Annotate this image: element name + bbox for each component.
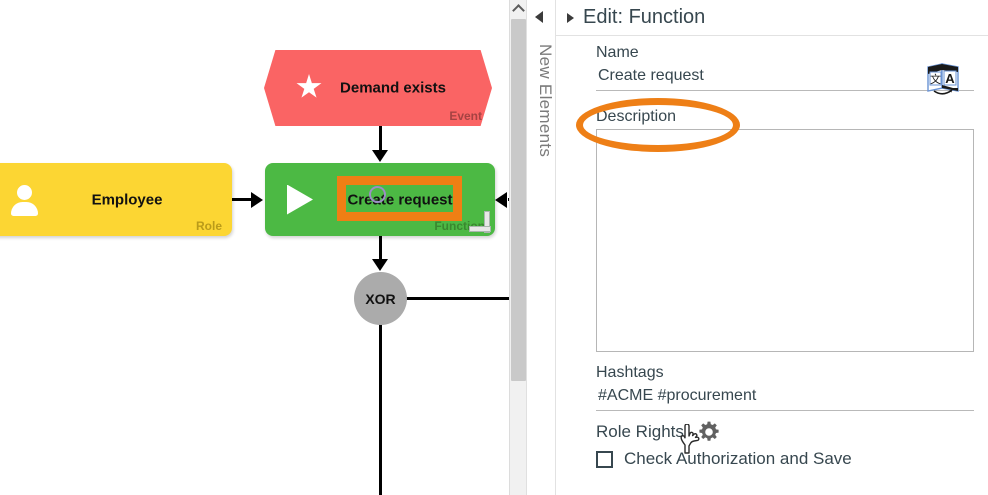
arrowhead-left-inbound-function (495, 192, 507, 208)
arrowhead-right-role-function (251, 192, 263, 208)
resize-handle-icon[interactable] (469, 211, 493, 235)
name-label: Name (596, 44, 639, 61)
translate-icon[interactable]: 文 A (922, 58, 964, 100)
panel-header: Edit: Function (555, 0, 988, 36)
page-title: Edit: Function (583, 6, 706, 28)
connector-event-to-function (379, 126, 382, 153)
name-input[interactable] (596, 65, 974, 91)
chevron-left-icon[interactable] (535, 11, 543, 23)
hashtags-label: Hashtags (596, 364, 664, 381)
arrowhead-down-function-gateway (372, 259, 388, 271)
connector-gateway-down (379, 320, 382, 495)
check-authorization-checkbox[interactable] (596, 450, 613, 468)
node-label: XOR (365, 290, 396, 307)
connector-gateway-right (404, 297, 509, 300)
diagram-node-gateway-xor[interactable]: XOR (354, 272, 407, 325)
tab-new-elements[interactable]: New Elements (536, 44, 555, 158)
play-icon (287, 184, 313, 215)
star-icon (296, 74, 322, 98)
role-rights-label: Role Rights (596, 422, 684, 441)
properties-panel: New Elements Edit: Function Name 文 A Des (527, 0, 988, 495)
scrollbar-thumb[interactable] (511, 19, 526, 381)
diagram-canvas[interactable]: Demand exists Event Employee Role Create… (0, 0, 509, 495)
svg-text:A: A (945, 71, 955, 86)
node-type-label: Event (449, 109, 482, 123)
description-label: Description (596, 108, 677, 125)
node-label: Demand exists (340, 79, 446, 97)
vertical-tab-strip: New Elements (527, 0, 556, 495)
role-rights-row: Role Rights (596, 417, 720, 447)
svg-text:文: 文 (930, 72, 941, 86)
connector-right-inbound (508, 198, 509, 201)
connection-anchor-icon[interactable] (369, 186, 386, 203)
panel-form: Name 文 A Description Hashtags Role Right… (555, 36, 988, 495)
diagram-node-role-employee[interactable]: Employee Role (0, 163, 232, 236)
node-type-label: Role (195, 219, 222, 233)
hashtags-input[interactable] (596, 385, 974, 411)
canvas-vertical-scrollbar[interactable] (509, 0, 527, 495)
person-icon (10, 184, 40, 216)
arrowhead-down-event-function (372, 150, 388, 162)
gear-icon[interactable] (698, 421, 720, 443)
description-textarea[interactable] (596, 129, 974, 352)
panel-divider (526, 0, 527, 495)
diagram-node-event-demand-exists[interactable]: Demand exists Event (264, 50, 492, 126)
chevron-up-icon[interactable] (510, 0, 527, 17)
check-authorization-label: Check Authorization and Save (624, 449, 852, 468)
selection-highlight (337, 176, 462, 221)
check-authorization-row[interactable]: Check Authorization and Save (596, 449, 852, 469)
connector-function-to-gateway (379, 236, 382, 264)
triangle-right-icon[interactable] (567, 12, 574, 23)
connector-role-to-function (232, 198, 254, 201)
